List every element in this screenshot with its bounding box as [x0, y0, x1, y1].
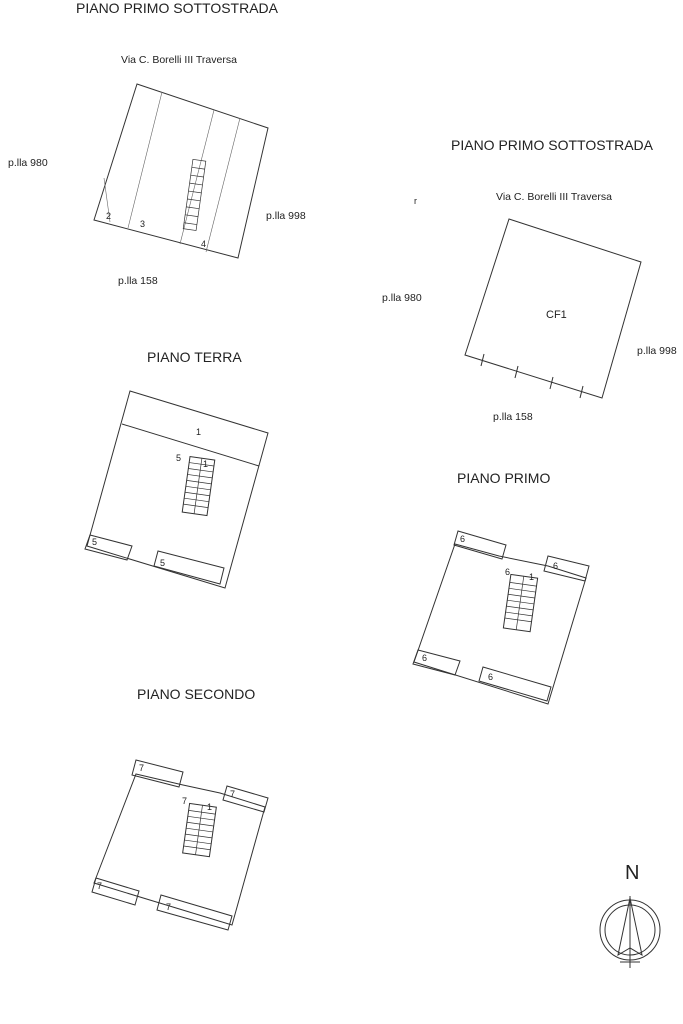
- primo-number-top-right: 6: [553, 561, 558, 571]
- sotto-number-2: 2: [106, 211, 111, 221]
- secondo-number-top-right: 7: [230, 789, 235, 799]
- primo-number-bottom-left: 6: [422, 653, 427, 663]
- top-left-west-parcel: p.lla 980: [8, 157, 48, 169]
- sotto-number-3: 3: [140, 219, 145, 229]
- sottostrada-plan-detailed: 2 3 4: [93, 83, 269, 259]
- top-left-east-parcel: p.lla 998: [266, 210, 306, 222]
- right-street-label: Via C. Borelli III Traversa: [496, 191, 612, 203]
- terra-stair-number-left: 5: [176, 453, 181, 463]
- north-label: N: [625, 862, 639, 884]
- stray-mark: r: [414, 196, 417, 206]
- top-left-south-parcel: p.lla 158: [118, 275, 158, 287]
- terra-stair-number-right: 1: [203, 459, 208, 469]
- terra-floor-plan: 1 5 1 5 5: [84, 390, 269, 589]
- terra-level-title: PIANO TERRA: [147, 349, 242, 365]
- terra-balcony-number-right: 5: [160, 558, 165, 568]
- primo-stair-number-right: 1: [529, 572, 534, 582]
- cf1-plot-outline: CF1: [464, 218, 642, 399]
- secondo-level-title: PIANO SECONDO: [137, 686, 255, 702]
- secondo-stair-number-left: 7: [182, 796, 187, 806]
- right-west-parcel: p.lla 980: [382, 292, 422, 304]
- right-level-title: PIANO PRIMO SOTTOSTRADA: [451, 137, 654, 153]
- cf1-label: CF1: [546, 309, 567, 321]
- primo-level-title: PIANO PRIMO: [457, 470, 550, 486]
- right-south-parcel: p.lla 158: [493, 411, 533, 423]
- secondo-number-bottom-right: 7: [166, 902, 171, 912]
- primo-number-bottom-right: 6: [488, 672, 493, 682]
- terra-balcony-number-left: 5: [92, 537, 97, 547]
- primo-floor-plan: 6 6 6 1 6 6: [412, 530, 590, 705]
- top-left-level-title: PIANO PRIMO SOTTOSTRADA: [76, 0, 279, 16]
- secondo-number-top-left: 7: [139, 763, 144, 773]
- primo-number-top-left: 6: [460, 534, 465, 544]
- right-east-parcel: p.lla 998: [637, 345, 677, 357]
- secondo-stair-number-right: 1: [207, 802, 212, 812]
- secondo-number-bottom-left: 7: [97, 881, 102, 891]
- sotto-number-4: 4: [201, 239, 206, 249]
- north-arrow-icon: [599, 896, 661, 968]
- secondo-floor-plan: 7 7 7 1 7 7: [91, 759, 269, 931]
- terra-number-main: 1: [196, 427, 201, 437]
- top-left-street-label: Via C. Borelli III Traversa: [121, 54, 237, 66]
- primo-stair-number-left: 6: [505, 567, 510, 577]
